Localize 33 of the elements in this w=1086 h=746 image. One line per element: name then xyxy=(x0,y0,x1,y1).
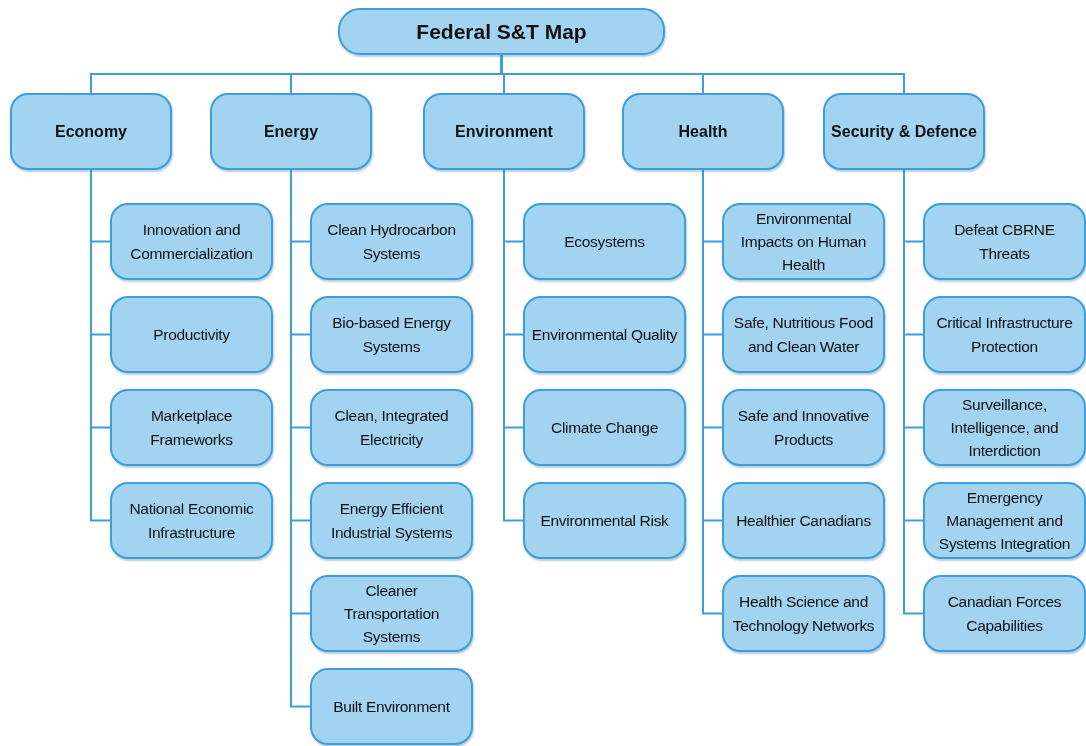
topic-box: Built Environment xyxy=(310,668,473,745)
topic-box: Emergency Management and Systems Integration xyxy=(923,482,1086,559)
topic-box: Bio-based Energy Systems xyxy=(310,296,473,373)
category-box: Security & Defence xyxy=(823,93,985,170)
category-box: Health xyxy=(622,93,784,170)
topic-box: Energy Efficient Industrial Systems xyxy=(310,482,473,559)
topic-box: Marketplace Frameworks xyxy=(110,389,273,466)
topic-box: Health Science and Technology Networks xyxy=(722,575,885,652)
topic-box: Surveillance, Intelligence, and Interdiction xyxy=(923,389,1086,466)
connector-line xyxy=(500,54,905,94)
category-box: Economy xyxy=(10,93,172,170)
topic-box: Clean Hydrocarbon Systems xyxy=(310,203,473,280)
topic-box: Ecosystems xyxy=(523,203,686,280)
topic-box: Climate Change xyxy=(523,389,686,466)
connector-line xyxy=(503,169,524,522)
category-box: Environment xyxy=(423,93,585,170)
topic-box: National Economic Infrastructure xyxy=(110,482,273,559)
topic-box: Safe, Nutritious Food and Clean Water xyxy=(722,296,885,373)
topic-box: Safe and Innovative Products xyxy=(722,389,885,466)
topic-box: Environmental Impacts on Human Health xyxy=(722,203,885,280)
title-box: Federal S&T Map xyxy=(338,8,665,55)
topic-box: Innovation and Commercialization xyxy=(110,203,273,280)
topic-box: Defeat CBRNE Threats xyxy=(923,203,1086,280)
topic-box: Canadian Forces Capabilities xyxy=(923,575,1086,652)
connector-line xyxy=(90,169,111,522)
topic-box: Environmental Quality xyxy=(523,296,686,373)
topic-box: Cleaner Transportation Systems xyxy=(310,575,473,652)
topic-box: Productivity xyxy=(110,296,273,373)
topic-box: Environmental Risk xyxy=(523,482,686,559)
category-box: Energy xyxy=(210,93,372,170)
topic-box: Healthier Canadians xyxy=(722,482,885,559)
topic-box: Clean, Integrated Electricity xyxy=(310,389,473,466)
topic-box: Critical Infrastructure Protection xyxy=(923,296,1086,373)
